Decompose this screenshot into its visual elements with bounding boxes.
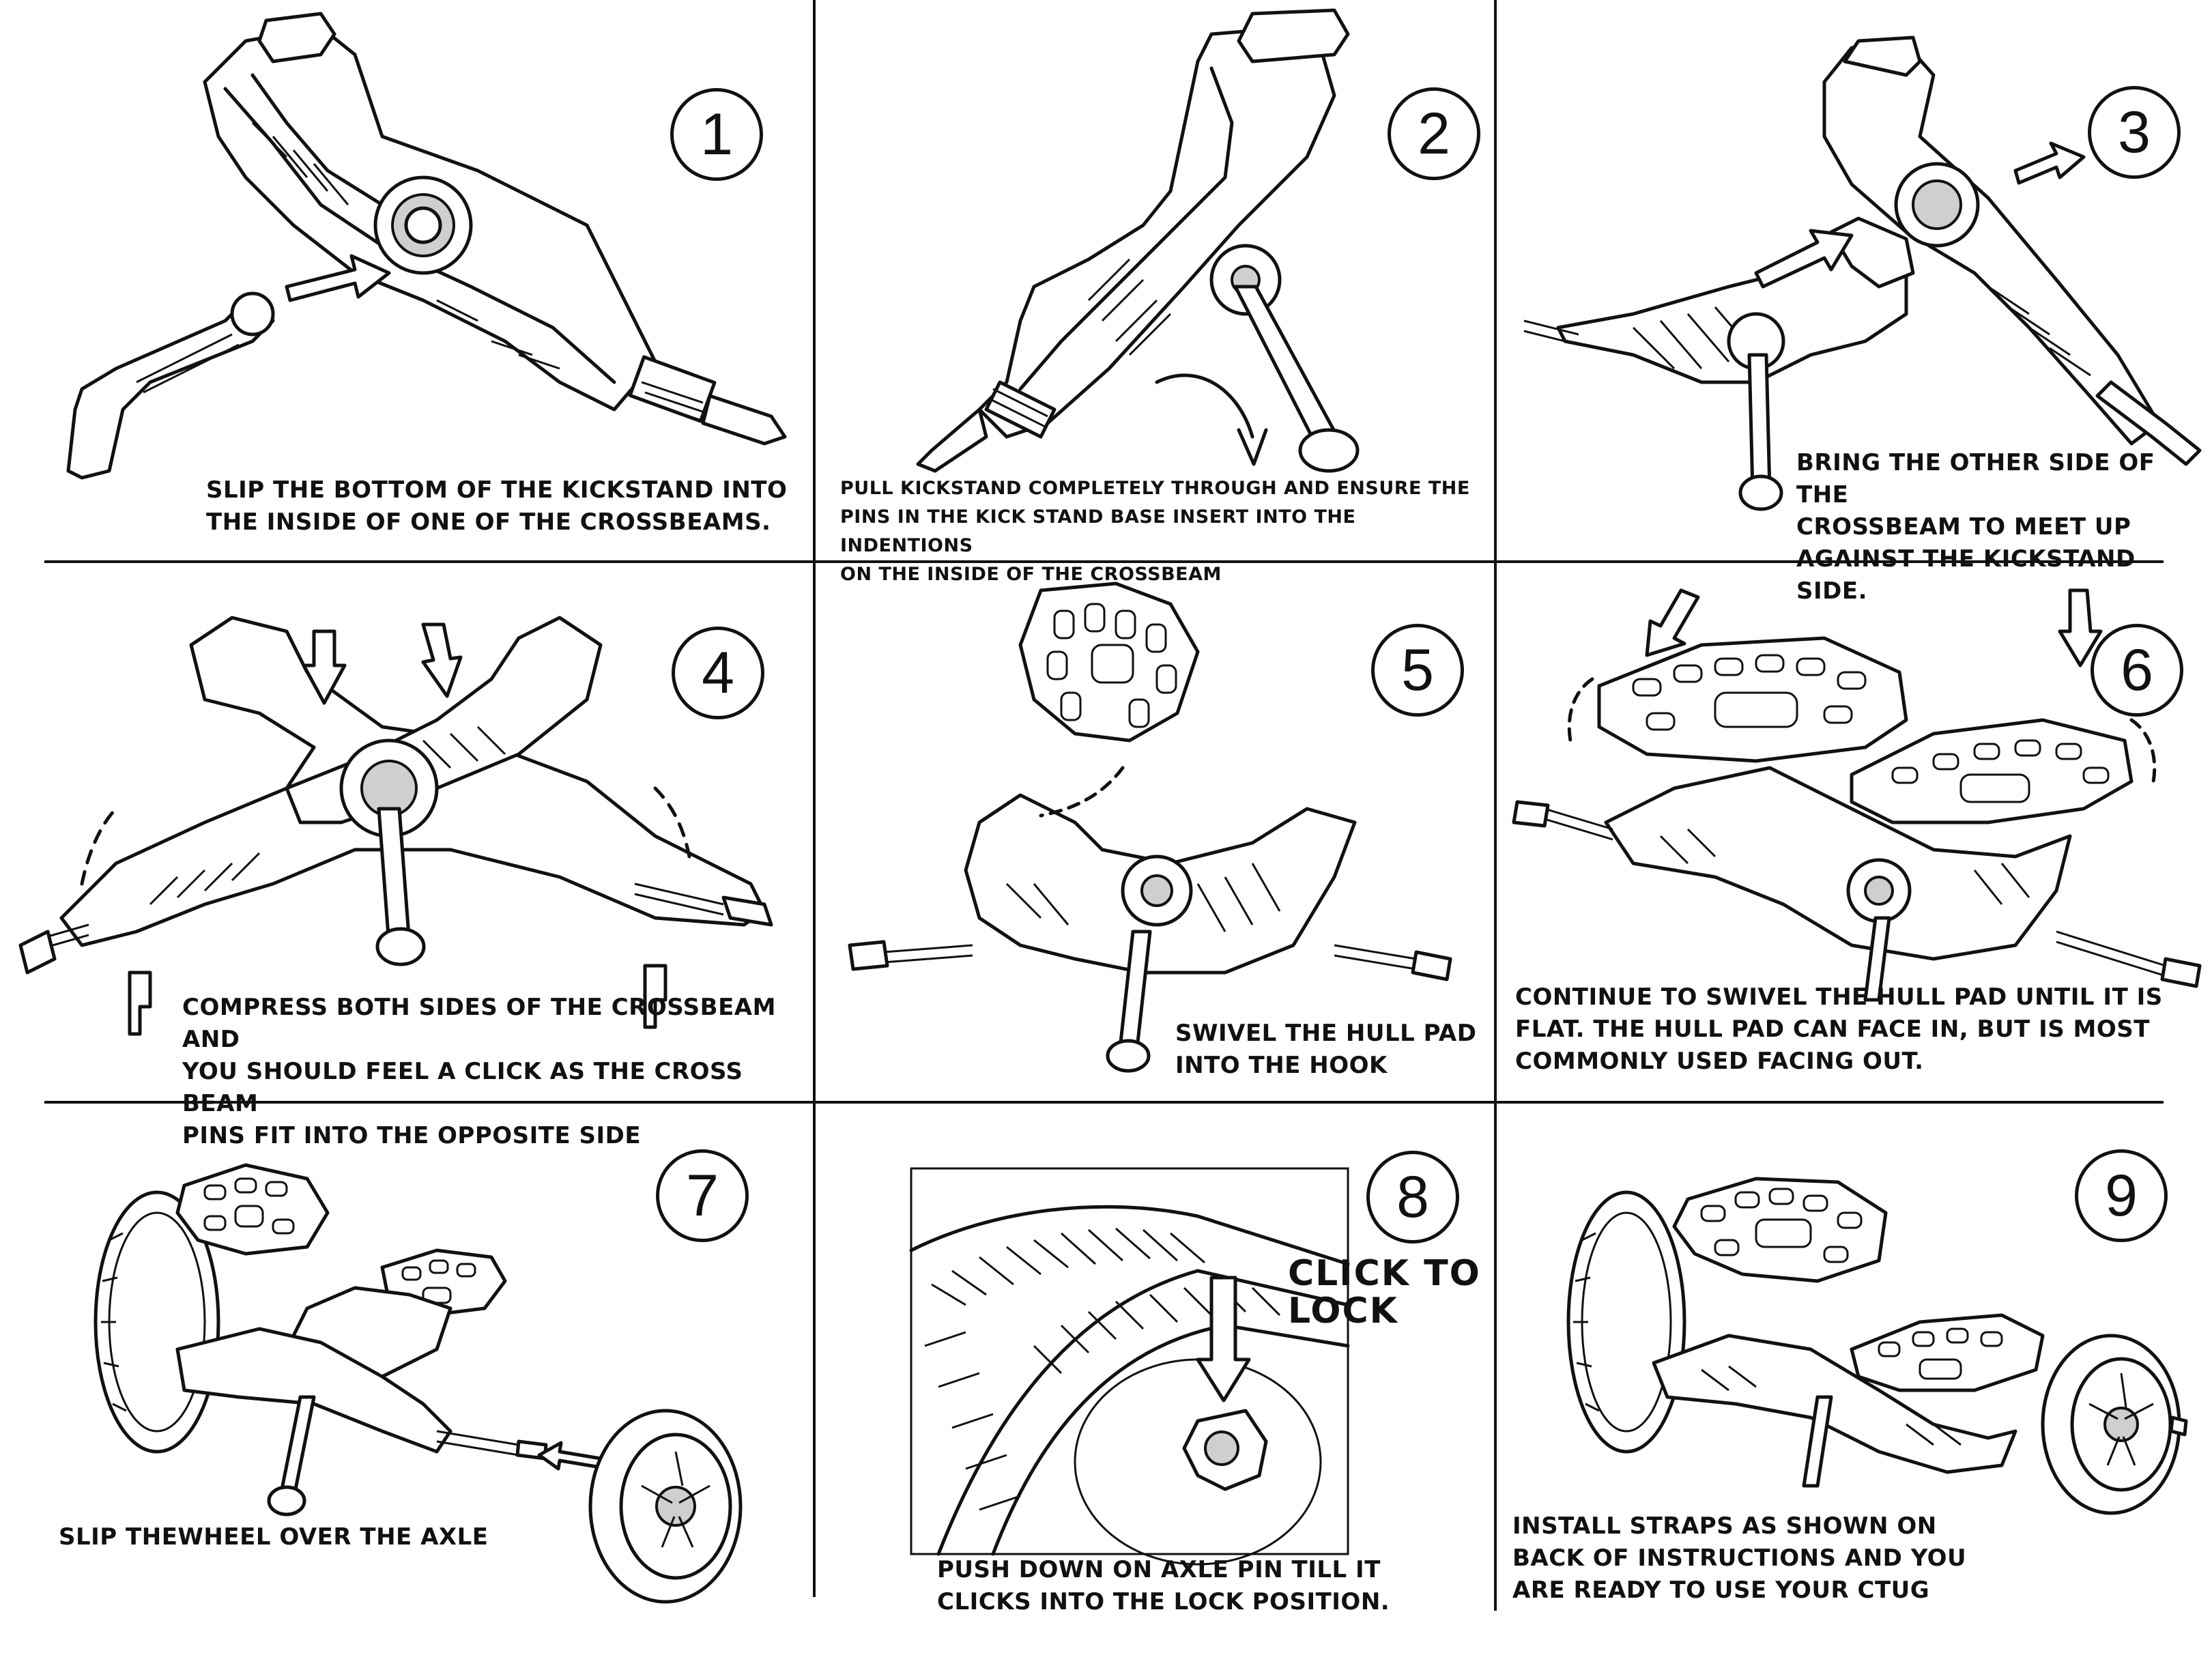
- caption-line: PULL KICKSTAND COMPLETELY THROUGH AND EN…: [840, 478, 1470, 499]
- step-4-panel: 4 COMPRESS BOTH SIDES OF THE CROSSBEAM A…: [0, 563, 812, 1149]
- step-5-illustration: [848, 581, 1452, 1073]
- step-1-illustration: [66, 12, 787, 480]
- caption-line: THE INSIDE OF ONE OF THE CROSSBEAMS.: [206, 508, 771, 536]
- step-3-illustration: [1523, 35, 2202, 511]
- caption-line: SLIP THE BOTTOM OF THE KICKSTAND INTO: [206, 476, 788, 504]
- step-8-callout: CLICK TO LOCK: [1288, 1255, 1481, 1329]
- caption-line: CROSSBEAM TO MEET UP: [1796, 513, 2131, 541]
- caption-line: INSTALL STRAPS AS SHOWN ON: [1512, 1512, 1937, 1540]
- step-4-number: 4: [672, 627, 764, 719]
- grid-rule-vertical-1: [813, 0, 816, 1597]
- caption-line: ARE READY TO USE YOUR CTUG: [1512, 1576, 1930, 1604]
- caption-line: PINS IN THE KICK STAND BASE INSERT INTO …: [840, 506, 1356, 556]
- step-5-number: 5: [1371, 624, 1464, 717]
- caption-line: FLAT. THE HULL PAD CAN FACE IN, BUT IS M…: [1515, 1015, 2150, 1043]
- step-5-caption: SWIVEL THE HULL PAD INTO THE HOOK: [1175, 1018, 1476, 1082]
- grid-rule-horizontal-1: [44, 560, 2164, 563]
- step-6-caption: CONTINUE TO SWIVEL THE HULL PAD UNTIL IT…: [1515, 981, 2163, 1078]
- caption-line: ON THE INSIDE OF THE CROSSBEAM: [840, 563, 1222, 585]
- step-3-number: 3: [2088, 86, 2181, 179]
- step-8-illustration: [909, 1167, 1350, 1566]
- step-1-caption: SLIP THE BOTTOM OF THE KICKSTAND INTO TH…: [206, 474, 787, 538]
- step-8-caption: PUSH DOWN ON AXLE PIN TILL IT CLICKS INT…: [937, 1554, 1390, 1618]
- grid-rule-vertical-2: [1494, 0, 1497, 1611]
- callout-line: LOCK: [1288, 1290, 1398, 1332]
- caption-line: YOU SHOULD FEEL A CLICK AS THE CROSS BEA…: [182, 1057, 743, 1117]
- step-9-number: 9: [2075, 1149, 2168, 1242]
- step-7-number: 7: [656, 1149, 749, 1242]
- step-8-number: 8: [1366, 1151, 1459, 1244]
- caption-line: CONTINUE TO SWIVEL THE HULL PAD UNTIL IT…: [1515, 983, 2163, 1011]
- step-2-panel: 2 PULL KICKSTAND COMPLETELY THROUGH AND …: [816, 0, 1494, 585]
- caption-line: PINS FIT INTO THE OPPOSITE SIDE: [182, 1121, 642, 1149]
- step-9-caption: INSTALL STRAPS AS SHOWN ON BACK OF INSTR…: [1512, 1510, 1966, 1607]
- step-7-panel: 7 SLIP THEWHEEL OVER THE AXLE: [0, 1104, 812, 1653]
- step-8-panel: 8 CLICK TO LOCK PUSH DOWN ON AXLE PIN TI…: [816, 1104, 1494, 1653]
- caption-line: SWIVEL THE HULL PAD: [1175, 1020, 1477, 1047]
- step-9-illustration: [1566, 1177, 2188, 1515]
- caption-line: COMMONLY USED FACING OUT.: [1515, 1047, 1924, 1075]
- caption-line: CLICKS INTO THE LOCK POSITION.: [937, 1587, 1390, 1615]
- step-7-caption: SLIP THEWHEEL OVER THE AXLE: [59, 1521, 489, 1553]
- caption-line: PUSH DOWN ON AXLE PIN TILL IT: [937, 1556, 1381, 1583]
- step-9-panel: 9 INSTALL STRAPS AS SHOWN ON BACK OF INS…: [1497, 1104, 2212, 1653]
- step-6-panel: 6 CONTINUE TO SWIVEL THE HULL PAD UNTIL …: [1497, 563, 2212, 1101]
- step-4-caption: COMPRESS BOTH SIDES OF THE CROSSBEAM AND…: [182, 992, 812, 1152]
- step-7-illustration: [94, 1163, 743, 1604]
- step-6-number: 6: [2091, 624, 2183, 717]
- step-1-number: 1: [670, 88, 763, 181]
- callout-line: CLICK TO: [1288, 1253, 1481, 1294]
- grid-rule-horizontal-2: [44, 1101, 2164, 1104]
- step-6-illustration: [1512, 588, 2202, 1002]
- step-2-caption: PULL KICKSTAND COMPLETELY THROUGH AND EN…: [840, 474, 1494, 588]
- caption-line: INTO THE HOOK: [1175, 1051, 1388, 1079]
- step-1-panel: 1 SLIP THE BOTTOM OF THE KICKSTAND INTO …: [0, 0, 812, 560]
- step-3-caption: BRING THE OTHER SIDE OF THE CROSSBEAM TO…: [1796, 447, 2212, 607]
- step-5-panel: 5 SWIVEL THE HULL PAD INTO THE HOOK: [816, 563, 1494, 1101]
- step-4-illustration: [18, 616, 773, 1036]
- caption-line: SLIP THEWHEEL OVER THE AXLE: [59, 1523, 489, 1551]
- step-3-panel: 3 BRING THE OTHER SIDE OF THE CROSSBEAM …: [1497, 0, 2212, 605]
- caption-line: BRING THE OTHER SIDE OF THE: [1796, 449, 2155, 508]
- caption-line: COMPRESS BOTH SIDES OF THE CROSSBEAM AND: [182, 994, 776, 1053]
- step-2-illustration: [916, 8, 1360, 473]
- caption-line: AGAINST THE KICKSTAND SIDE.: [1796, 545, 2136, 605]
- step-2-number: 2: [1388, 87, 1480, 180]
- caption-line: BACK OF INSTRUCTIONS AND YOU: [1512, 1544, 1967, 1572]
